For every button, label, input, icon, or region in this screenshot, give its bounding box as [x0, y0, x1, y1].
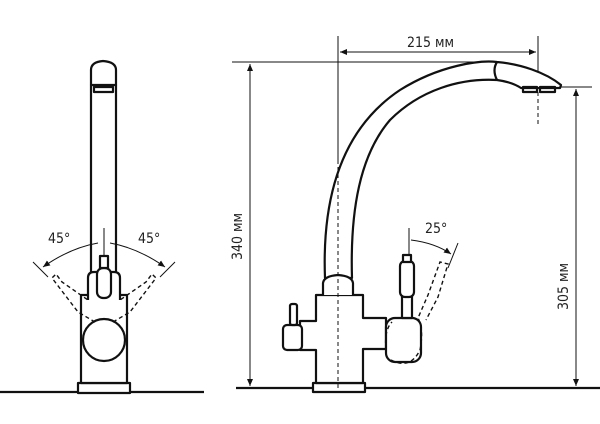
lever-angle-arc: [410, 239, 452, 255]
filter-knob-pin: [288, 302, 299, 327]
rotated-handle-left: [51, 272, 96, 323]
body-side: [298, 293, 388, 385]
spout-reach-label: 215 мм: [407, 35, 454, 51]
spout-collar: [321, 273, 355, 295]
filter-knob: [281, 323, 304, 352]
base-plate-front: [76, 381, 132, 395]
angle-arc-right: [109, 242, 166, 268]
outlet-1: [521, 85, 539, 94]
rotated-block-dashed: [384, 321, 393, 351]
lever-stem: [400, 294, 414, 320]
outlet-2: [538, 85, 557, 94]
lever-tip: [401, 253, 413, 264]
spout-height-label: 305 мм: [556, 263, 572, 310]
rotated-handle-right: [112, 272, 157, 323]
base-plate-side: [311, 381, 367, 394]
angle-arc-left: [42, 242, 99, 268]
angle-label-right: 45°: [138, 231, 160, 247]
spout-cap-front: [89, 59, 118, 87]
mixer-knob-circle: [81, 317, 127, 363]
lever-angle-label: 25°: [425, 221, 447, 237]
handle-tip-front: [98, 254, 110, 270]
angle-ext-left: [32, 261, 49, 278]
lever-handle: [398, 259, 416, 299]
spout-side: [323, 60, 563, 280]
total-height-label: 340 мм: [230, 213, 246, 260]
front-view: 45° 45°: [0, 59, 204, 395]
rotated-lever-dashed: [390, 261, 449, 364]
spout-head-joint: [493, 61, 498, 81]
mixer-block: [384, 316, 423, 364]
handle-front: [95, 266, 113, 300]
side-view: 340 мм 215 мм 305 мм 2: [230, 35, 600, 394]
angle-label-left: 45°: [48, 231, 70, 247]
angle-ext-right: [159, 261, 176, 278]
lever-angle-ext: [447, 242, 459, 269]
aerator-slot: [92, 85, 115, 94]
